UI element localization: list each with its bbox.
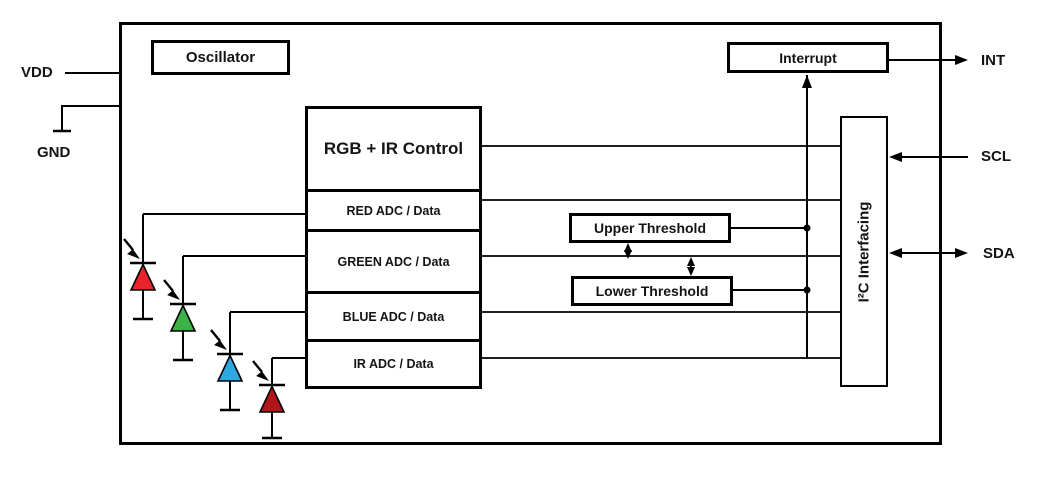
light-arrow-icon bbox=[123, 238, 134, 251]
ir-adc-row: IR ADC / Data bbox=[308, 339, 479, 386]
int-pin-label: INT bbox=[981, 52, 1006, 69]
light-arrowhead-icon bbox=[214, 340, 227, 350]
red-adc-row: RED ADC / Data bbox=[308, 189, 479, 229]
lower-threshold-label: Lower Threshold bbox=[595, 283, 709, 299]
ir-photodiode-symbol bbox=[252, 358, 286, 440]
gnd-pin-label: GND bbox=[37, 144, 71, 161]
green-adc-row: GREEN ADC / Data bbox=[308, 229, 479, 291]
red-photodiode-symbol bbox=[123, 214, 157, 321]
int-arrowhead-icon bbox=[955, 55, 968, 65]
lower-threshold-down-arrowhead-icon bbox=[687, 267, 695, 276]
rgb-ir-control-block: RGB + IR Control RED ADC / Data GREEN AD… bbox=[305, 106, 482, 389]
light-arrow-icon bbox=[163, 279, 174, 292]
scl-arrowhead-icon bbox=[889, 152, 902, 162]
junction-dot-lower bbox=[803, 286, 811, 294]
junction-dot-upper bbox=[803, 224, 811, 232]
oscillator-label: Oscillator bbox=[185, 49, 256, 66]
sda-left-arrowhead-icon bbox=[889, 248, 902, 258]
control-block-title: RGB + IR Control bbox=[323, 139, 464, 158]
i2c-label: I²C Interfacing bbox=[855, 201, 873, 302]
green-photodiode-symbol bbox=[163, 256, 197, 362]
upper-threshold-label: Upper Threshold bbox=[593, 220, 706, 236]
blue-photodiode-symbol bbox=[210, 312, 244, 412]
oscillator-block: Oscillator bbox=[151, 40, 290, 75]
light-arrowhead-icon bbox=[256, 371, 269, 381]
sda-right-arrowhead-icon bbox=[955, 248, 968, 258]
upper-threshold-up-arrowhead-icon bbox=[624, 243, 632, 252]
sda-pin-label: SDA bbox=[983, 245, 1015, 262]
light-arrowhead-icon bbox=[167, 290, 180, 300]
blue-adc-row: BLUE ADC / Data bbox=[308, 291, 479, 339]
vdd-pin-label: VDD bbox=[21, 64, 53, 81]
interrupt-block: Interrupt bbox=[727, 42, 889, 73]
chip-boundary bbox=[119, 22, 942, 445]
lower-threshold-block: Lower Threshold bbox=[571, 276, 733, 306]
light-arrowhead-icon bbox=[127, 249, 140, 259]
scl-pin-label: SCL bbox=[981, 148, 1011, 165]
upper-threshold-down-arrowhead-icon bbox=[624, 250, 632, 259]
light-arrow-icon bbox=[210, 329, 221, 342]
i2c-interfacing-block: I²C Interfacing bbox=[840, 116, 888, 387]
upper-threshold-block: Upper Threshold bbox=[569, 213, 731, 243]
light-arrow-icon bbox=[252, 360, 263, 373]
lower-threshold-up-arrowhead-icon bbox=[687, 257, 695, 266]
interrupt-arrowhead-icon bbox=[802, 75, 812, 88]
interrupt-label: Interrupt bbox=[779, 49, 837, 66]
